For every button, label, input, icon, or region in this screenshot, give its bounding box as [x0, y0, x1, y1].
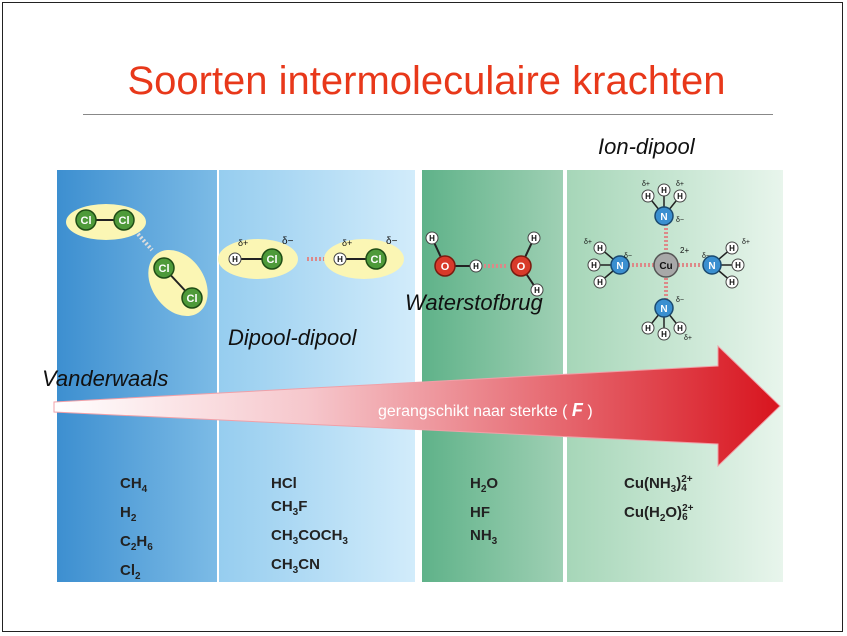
arrow-force-symbol: F	[571, 400, 583, 420]
h-atom-label: H	[597, 278, 603, 287]
h-atom-label: H	[645, 192, 651, 201]
page-title: Soorten intermoleculaire krachten	[127, 59, 726, 103]
h-atom-label: H	[591, 261, 597, 270]
cl-atom-label: Cl	[187, 293, 198, 305]
n-atom-label: N	[660, 212, 667, 223]
cl-atom-label: Cl	[81, 215, 92, 227]
label-ion-dipool: Ion-dipool	[598, 134, 695, 159]
formula-item: CH4	[120, 475, 148, 495]
h-atom-label: H	[729, 244, 735, 253]
n-atom-label: N	[660, 304, 667, 315]
h-atom-label: H	[429, 234, 435, 243]
formulas-dipool-dipool: HCl CH3F CH3COCH3 CH3CN	[271, 472, 348, 582]
h-atom-label: H	[661, 186, 667, 195]
label-dipool-dipool: Dipool-dipool	[228, 325, 357, 350]
partial-positive-label: δ+	[238, 238, 248, 248]
formula-item: HF	[470, 504, 490, 521]
partial-positive-label: δ+	[742, 239, 750, 246]
cl-atom-label: Cl	[159, 263, 170, 275]
partial-negative-label: δ−	[282, 236, 294, 247]
formula-item: C2H6	[120, 533, 153, 553]
o-atom-label: O	[517, 261, 526, 273]
cl-atom-label: Cl	[267, 254, 278, 266]
partial-negative-label: δ−	[624, 253, 632, 260]
h-atom-label: H	[531, 234, 537, 243]
h-atom-label: H	[337, 255, 343, 264]
h-atom-label: H	[661, 330, 667, 339]
formula-item: CH3CN	[271, 556, 320, 576]
h-atom-label: H	[534, 286, 540, 295]
formula-item: Cu(H2O)2+6	[624, 503, 694, 524]
cl2-molecule-icon: Cl Cl Cl Cl	[66, 204, 208, 317]
cu-charge-label: 2+	[680, 246, 689, 255]
h-atom-label: H	[597, 244, 603, 253]
formula-item: Cl2	[120, 562, 141, 582]
n-atom-label: N	[616, 261, 623, 272]
formulas-waterstofbrug: H2O HF NH3	[470, 472, 498, 553]
cu-atom-label: Cu	[659, 261, 672, 272]
title-divider	[83, 114, 773, 115]
water-molecule-icon: H O H O H H	[425, 231, 544, 297]
formula-item: HCl	[271, 475, 297, 492]
hcl-molecule-icon: H Cl δ+ δ− H Cl δ+ δ−	[218, 236, 404, 279]
cl-atom-label: Cl	[119, 215, 130, 227]
h-atom-label: H	[735, 261, 741, 270]
partial-positive-label: δ+	[342, 238, 352, 248]
h-atom-label: H	[677, 324, 683, 333]
formula-item: H2O	[470, 475, 499, 495]
n-atom-label: N	[708, 261, 715, 272]
h-atom-label: H	[232, 255, 238, 264]
partial-negative-label: δ−	[676, 217, 684, 224]
copper-ammine-complex-icon: Cu 2+ N N N N H H H H H H H H	[584, 181, 750, 342]
partial-negative-label: δ−	[386, 236, 398, 247]
partial-negative-label: δ−	[676, 297, 684, 304]
h-atom-label: H	[473, 262, 479, 271]
formula-item: NH3	[470, 527, 498, 547]
h-atom-label: H	[729, 278, 735, 287]
formula-item: CH3COCH3	[271, 527, 348, 547]
h-atom-label: H	[645, 324, 651, 333]
formula-item: CH3F	[271, 498, 308, 518]
arrow-label: gerangschikt naar sterkte ( F )	[378, 400, 593, 421]
o-atom-label: O	[441, 261, 450, 273]
panel-dipool-dipool	[219, 170, 415, 582]
formula-item: Cu(NH3)2+4	[624, 474, 693, 495]
partial-positive-label: δ+	[642, 181, 650, 188]
formulas-vanderwaals: CH4 H2 C2H6 Cl2	[120, 472, 153, 588]
arrow-text-before: gerangschikt naar sterkte (	[378, 403, 568, 420]
formula-item: H2	[120, 504, 137, 524]
arrow-text-after: )	[587, 403, 593, 420]
panel-vanderwaals	[57, 170, 217, 582]
label-waterstofbrug: Waterstofbrug	[405, 290, 543, 315]
cl-atom-label: Cl	[371, 254, 382, 266]
partial-positive-label: δ+	[584, 239, 592, 246]
h-atom-label: H	[677, 192, 683, 201]
formulas-ion-dipool: Cu(NH3)2+4 Cu(H2O)2+6	[624, 472, 693, 530]
partial-positive-label: δ+	[676, 181, 684, 188]
label-vanderwaals: Vanderwaals	[42, 366, 169, 391]
partial-positive-label: δ+	[684, 335, 692, 342]
partial-negative-label: δ−	[702, 253, 710, 260]
